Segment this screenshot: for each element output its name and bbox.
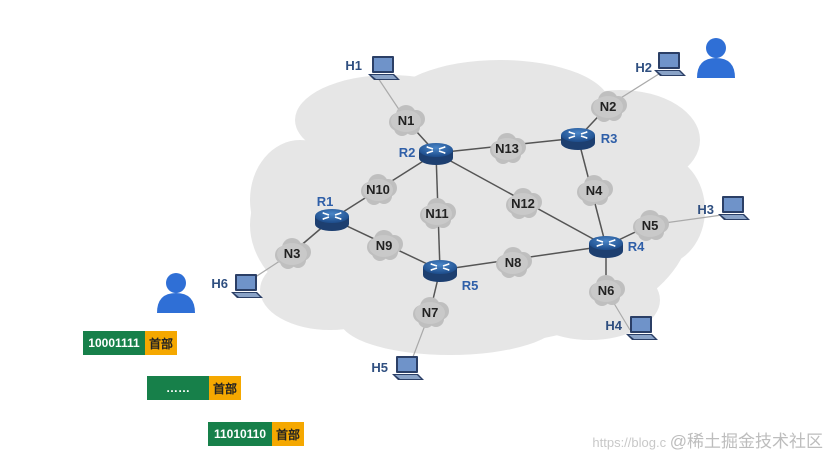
svg-text:N13: N13: [495, 141, 519, 156]
packet-header: 首部: [145, 331, 177, 355]
svg-text:N12: N12: [511, 196, 535, 211]
network-N10: N10: [361, 174, 397, 205]
user-icon: [697, 38, 735, 78]
packet-2: …… 首部: [147, 376, 241, 400]
svg-text:N10: N10: [366, 182, 390, 197]
packet-header: 首部: [272, 422, 304, 446]
svg-text:N2: N2: [600, 99, 617, 114]
host-H5: H5: [371, 356, 424, 380]
network-N8: N8: [496, 247, 532, 278]
svg-text:H4: H4: [605, 318, 622, 333]
network-N9: N9: [367, 230, 403, 261]
svg-text:R4: R4: [628, 239, 645, 254]
host-H6: H6: [211, 274, 263, 298]
svg-text:N3: N3: [284, 246, 301, 261]
network-N12: N12: [506, 188, 542, 219]
svg-text:N9: N9: [376, 238, 393, 253]
network-N11: N11: [420, 198, 456, 229]
network-N7: N7: [413, 297, 449, 328]
svg-text:N1: N1: [398, 113, 415, 128]
packet-data: 10001111: [83, 331, 145, 355]
host-H1: H1: [345, 56, 400, 80]
packet-data: 11010110: [208, 422, 272, 446]
svg-text:H2: H2: [635, 60, 652, 75]
svg-text:N11: N11: [425, 206, 448, 221]
network-N3: N3: [275, 238, 311, 269]
svg-text:R2: R2: [399, 145, 416, 160]
svg-text:H3: H3: [697, 202, 714, 217]
watermark: https://blog.c @稀土掘金技术社区: [592, 427, 823, 452]
packet-1: 10001111 首部: [83, 331, 177, 355]
svg-text:N5: N5: [642, 218, 659, 233]
host-H4: H4: [605, 316, 658, 340]
router-R5: R5: [422, 259, 479, 293]
svg-text:N6: N6: [598, 283, 615, 298]
packet-data: ……: [147, 376, 209, 400]
svg-text:R5: R5: [462, 278, 479, 293]
packet-3: 11010110 首部: [208, 422, 304, 446]
user-icon: [157, 273, 195, 313]
svg-text:N8: N8: [505, 255, 522, 270]
svg-text:H5: H5: [371, 360, 388, 375]
svg-text:N7: N7: [422, 305, 439, 320]
router-R4: R4: [588, 235, 645, 259]
svg-text:H1: H1: [345, 58, 362, 73]
network-N2: N2: [591, 91, 627, 122]
host-H3: H3: [697, 196, 750, 220]
router-R1: R1: [314, 194, 350, 232]
packet-header: 首部: [209, 376, 241, 400]
watermark-url: https://blog.c: [592, 435, 667, 450]
router-R2: R2: [399, 142, 454, 166]
network-N4: N4: [577, 175, 613, 206]
svg-text:R3: R3: [601, 131, 618, 146]
network-N1: N1: [389, 105, 425, 136]
host-H2: H2: [635, 52, 686, 76]
network-N6: N6: [589, 275, 625, 306]
svg-text:H6: H6: [211, 276, 228, 291]
router-R3: R3: [560, 127, 618, 151]
svg-text:R1: R1: [317, 194, 334, 209]
network-N5: N5: [633, 210, 669, 241]
network-N13: N13: [490, 133, 526, 164]
watermark-brand: @稀土掘金技术社区: [669, 432, 823, 451]
svg-text:N4: N4: [586, 183, 603, 198]
internet-cloud: [250, 60, 705, 355]
